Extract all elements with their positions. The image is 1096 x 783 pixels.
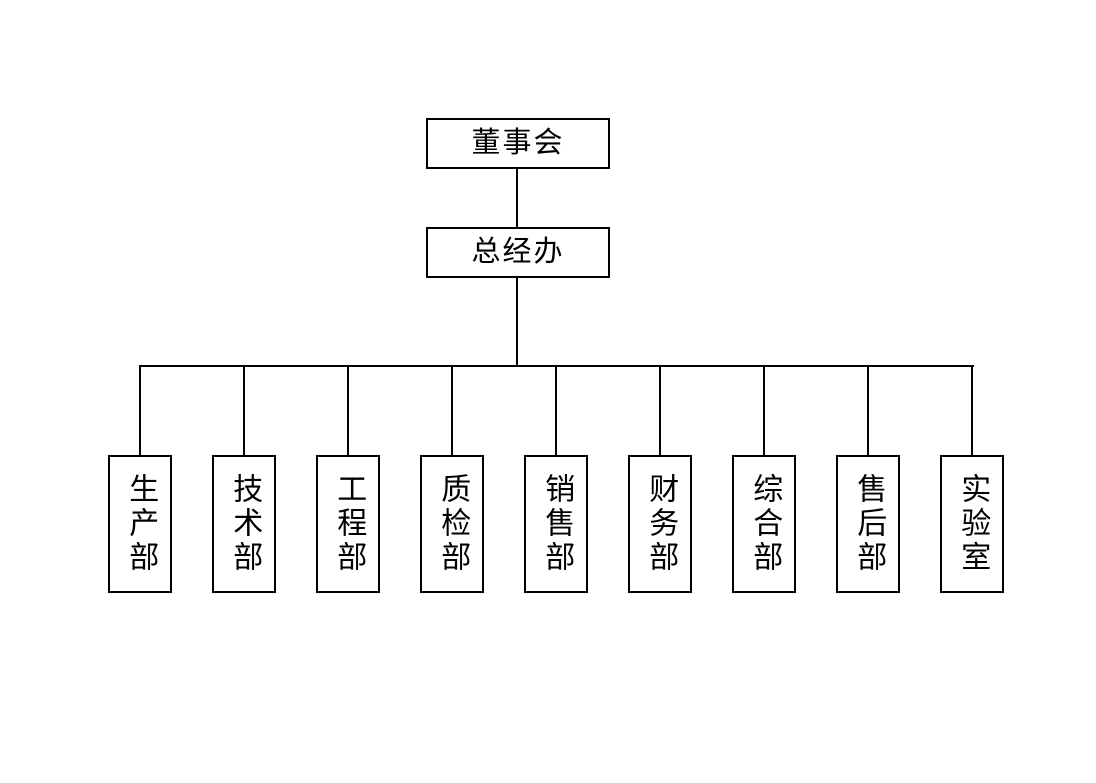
node-board[interactable]: 董事会 xyxy=(426,118,610,169)
connector-gm-office-to-bus xyxy=(516,276,518,366)
node-sales[interactable]: 销售部 xyxy=(524,455,588,593)
node-quality-inspection-label: 质检部 xyxy=(436,473,470,575)
connector-drop-production xyxy=(139,365,141,455)
node-production[interactable]: 生产部 xyxy=(108,455,172,593)
node-sales-label: 销售部 xyxy=(540,473,574,575)
node-after-sales-label: 售后部 xyxy=(852,473,886,575)
node-quality-inspection[interactable]: 质检部 xyxy=(420,455,484,593)
node-laboratory[interactable]: 实验室 xyxy=(940,455,1004,593)
connector-horizontal-bus xyxy=(140,365,974,367)
node-finance[interactable]: 财务部 xyxy=(628,455,692,593)
node-gm-office-label: 总经办 xyxy=(471,236,565,268)
node-gm-office[interactable]: 总经办 xyxy=(426,227,610,278)
connector-drop-general-affairs xyxy=(763,365,765,455)
connector-drop-laboratory xyxy=(971,365,973,455)
node-engineering[interactable]: 工程部 xyxy=(316,455,380,593)
node-laboratory-label: 实验室 xyxy=(956,473,990,575)
connector-drop-after-sales xyxy=(867,365,869,455)
connector-drop-finance xyxy=(659,365,661,455)
connector-board-to-gm-office xyxy=(516,169,518,227)
node-finance-label: 财务部 xyxy=(644,473,678,575)
node-technology[interactable]: 技术部 xyxy=(212,455,276,593)
node-after-sales[interactable]: 售后部 xyxy=(836,455,900,593)
connector-drop-engineering xyxy=(347,365,349,455)
node-board-label: 董事会 xyxy=(471,127,565,159)
connector-drop-sales xyxy=(555,365,557,455)
node-engineering-label: 工程部 xyxy=(332,473,366,575)
node-production-label: 生产部 xyxy=(124,473,158,575)
node-technology-label: 技术部 xyxy=(228,473,262,575)
connector-drop-quality-inspection xyxy=(451,365,453,455)
node-general-affairs[interactable]: 综合部 xyxy=(732,455,796,593)
node-general-affairs-label: 综合部 xyxy=(748,473,782,575)
connector-drop-technology xyxy=(243,365,245,455)
